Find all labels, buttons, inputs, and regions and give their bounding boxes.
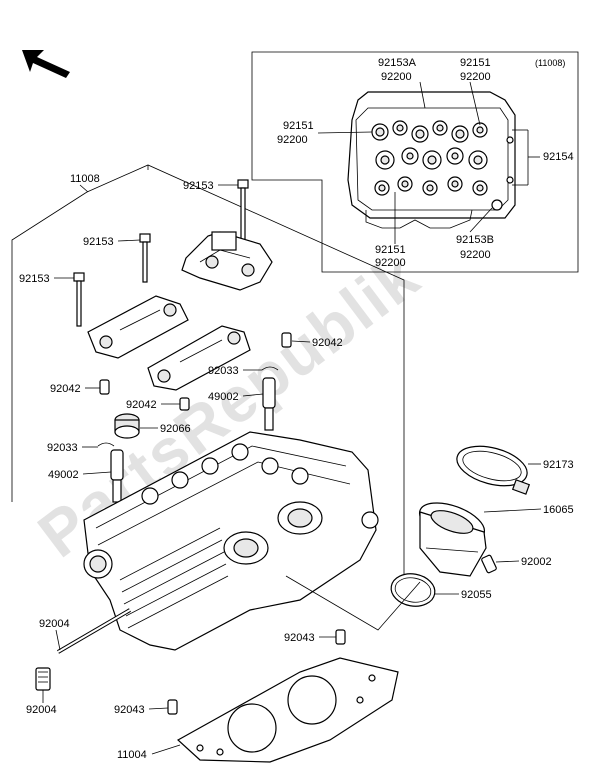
label-92066: 92066 — [160, 423, 191, 435]
label-92043-right: 92043 — [284, 632, 315, 644]
inset-label-92200-c: 92200 — [277, 134, 308, 146]
label-92042-right: 92042 — [312, 337, 343, 349]
label-16065: 16065 — [543, 504, 574, 516]
inset-label-92200-b: 92200 — [460, 71, 491, 83]
label-92042-left: 92042 — [50, 383, 81, 395]
inset-label-92200-a: 92200 — [381, 71, 412, 83]
bolt-92153-right — [237, 179, 249, 247]
stud-bolt-92004-lower — [35, 667, 51, 691]
inset-label-92153b: 92153B — [456, 234, 494, 246]
dowel-pin-92042-right — [281, 332, 292, 348]
inset-label-92200-f: 92200 — [460, 249, 491, 261]
label-49002-left: 49002 — [48, 469, 79, 481]
label-92173: 92173 — [543, 459, 574, 471]
label-92033-right: 92033 — [208, 365, 239, 377]
inset-label-92154: 92154 — [543, 151, 574, 163]
pipe-49002-left — [110, 449, 124, 503]
inset-label-92151-c: 92151 — [283, 120, 314, 132]
intake-reference-line — [285, 575, 421, 631]
clip-92033-left — [97, 442, 115, 447]
pipe-49002-right — [262, 377, 276, 431]
assembly-outline — [11, 164, 405, 590]
dowel-pin-92043-left — [167, 699, 178, 715]
label-92153-middle: 92153 — [83, 236, 114, 248]
stud-bolt-92004-upper — [56, 608, 132, 654]
dowel-pin-92043-right — [335, 629, 346, 645]
inset-label-92153a: 92153A — [378, 57, 417, 69]
clip-92033-right — [261, 366, 279, 371]
bolt-92002 — [481, 554, 497, 574]
cylinder-head-cover-inset: (11008) — [251, 51, 579, 273]
inset-label-92200-e: 92200 — [375, 257, 406, 269]
label-92043-left: 92043 — [114, 704, 145, 716]
cover-bolts-row-3 — [374, 176, 488, 196]
label-92002: 92002 — [521, 556, 552, 568]
dowel-pin-92042-center — [179, 397, 190, 411]
camshaft-cap-left — [87, 295, 189, 359]
bolt-92153-left — [73, 272, 85, 327]
cover-bolts-row-2 — [375, 147, 488, 170]
oil-seal-92066 — [114, 413, 140, 439]
label-92153-right: 92153 — [183, 180, 214, 192]
throttle-body-holder-16065 — [418, 502, 487, 577]
label-92055: 92055 — [461, 589, 492, 601]
arrow-up-left-icon — [22, 50, 70, 78]
label-11008: 11008 — [70, 173, 100, 185]
dowel-pin-92042-left — [99, 379, 110, 395]
label-92004-lower: 92004 — [26, 704, 57, 716]
inset-ref-label: (11008) — [535, 58, 565, 68]
label-92153-left: 92153 — [19, 273, 50, 285]
head-gasket-11004 — [176, 657, 399, 763]
cover-bolts-row-1 — [371, 120, 488, 143]
camshaft-cap-right — [181, 231, 273, 291]
label-92042-center: 92042 — [126, 399, 157, 411]
label-49002-right: 49002 — [208, 391, 239, 403]
label-11004: 11004 — [117, 749, 147, 761]
inset-label-92151-b: 92151 — [460, 57, 491, 69]
camshaft-cap-center — [147, 325, 251, 391]
cylinder-head — [83, 431, 379, 651]
bolt-92153-middle — [139, 233, 151, 283]
label-92033-left: 92033 — [47, 442, 78, 454]
clamp-92173 — [456, 445, 531, 495]
inset-label-92151-e: 92151 — [375, 244, 406, 256]
label-92004-upper: 92004 — [39, 618, 70, 630]
